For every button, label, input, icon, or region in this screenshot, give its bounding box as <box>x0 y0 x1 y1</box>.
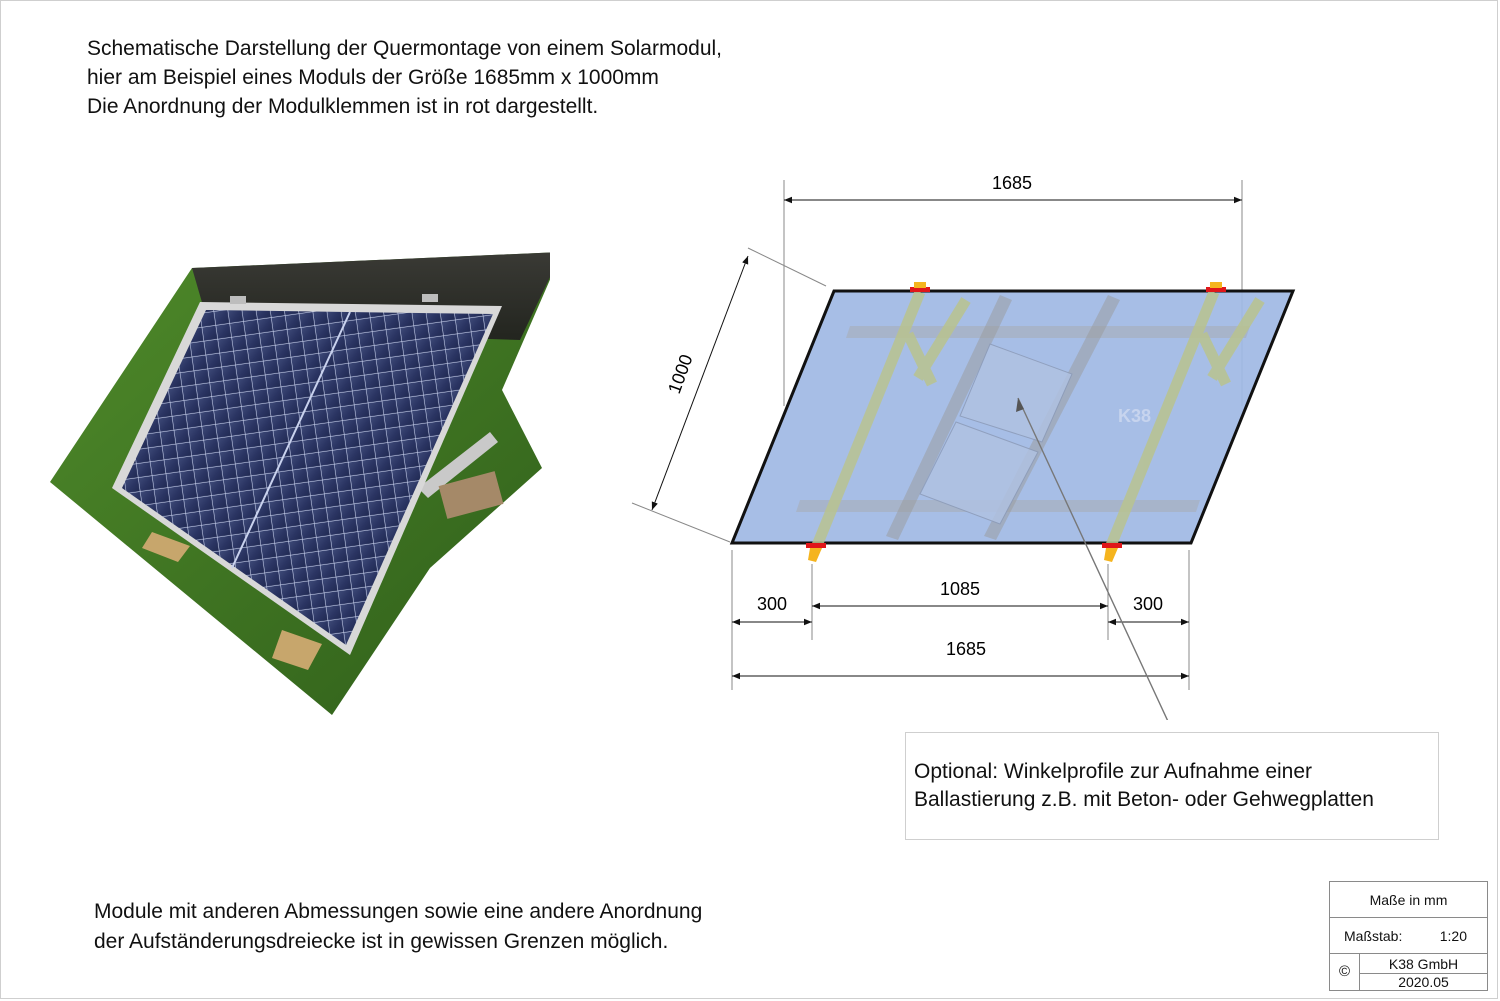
units-cell: Maße in mm <box>1330 882 1487 918</box>
scale-label: Maßstab: <box>1344 928 1403 944</box>
dim-label-top: 1685 <box>992 173 1032 193</box>
footer-line-2: der Aufständerungsdreiecke ist in gewiss… <box>94 930 669 953</box>
wooden-foot-left <box>142 532 190 562</box>
note-line-2: Ballastierung z.B. mit Beton- oder Gehwe… <box>914 788 1374 811</box>
solar-module-photo-graphic <box>50 252 562 715</box>
wooden-foot-right <box>272 630 322 670</box>
solar-module-photo <box>50 250 562 720</box>
header-line-1: Schematische Darstellung der Quermontage… <box>87 37 722 60</box>
module-clamp-top-left <box>910 282 930 292</box>
company-name: K38 GmbH <box>1388 956 1459 972</box>
mounting-diagram: 1685 1000 K38 <box>620 160 1380 731</box>
support-rail-diagonal-1 <box>886 295 1012 540</box>
footer-line-1: Module mit anderen Abmessungen sowie ein… <box>94 900 703 923</box>
header-description: Schematische Darstellung der Quermontage… <box>87 34 722 121</box>
scale-value: 1:20 <box>1439 928 1467 944</box>
copyright-icon: © <box>1330 954 1360 990</box>
photo-clamp-2 <box>422 294 438 302</box>
leader-arrowhead <box>1016 398 1024 412</box>
ext-line-side-top <box>747 247 827 287</box>
module-clamp-top-right <box>1206 282 1226 292</box>
dim-label-right: 300 <box>1133 594 1163 614</box>
module-clamp-bottom-left <box>806 543 826 562</box>
ballast-plate-upper <box>959 343 1073 443</box>
triangle-frame-right <box>1104 289 1265 551</box>
leader-line <box>1017 397 1173 731</box>
dim-label-side: 1000 <box>664 352 696 396</box>
ext-line-side-bottom <box>631 502 731 543</box>
drawing-date: 2020.05 <box>1360 973 1487 990</box>
company-cell: © K38 GmbH 2020.05 <box>1330 954 1487 990</box>
note-line-1: Optional: Winkelprofile zur Aufnahme ein… <box>914 760 1313 783</box>
header-line-2: hier am Beispiel eines Moduls der Größe … <box>87 66 659 89</box>
mounting-diagram-graphic: 1685 1000 K38 <box>631 173 1296 731</box>
module-clamp-bottom-right <box>1102 543 1122 562</box>
triangle-frame-left <box>810 289 971 551</box>
panel-cells <box>122 310 493 645</box>
ballast-note: Optional: Winkelprofile zur Aufnahme ein… <box>905 732 1439 840</box>
dim-line-side <box>651 255 749 511</box>
dim-label-bottom: 1685 <box>946 639 986 659</box>
watermark-logo: K38 <box>1118 406 1151 426</box>
photo-clamp-1 <box>230 296 246 304</box>
dim-label-left: 300 <box>757 594 787 614</box>
support-rail <box>418 432 498 498</box>
dim-label-middle: 1085 <box>940 579 980 599</box>
footer-note: Module mit anderen Abmessungen sowie ein… <box>94 897 702 957</box>
concrete-block <box>438 471 504 519</box>
scale-cell: Maßstab: 1:20 <box>1330 918 1487 954</box>
header-line-3: Die Anordnung der Modulklemmen ist in ro… <box>87 95 599 118</box>
title-block: Maße in mm Maßstab: 1:20 © K38 GmbH 2020… <box>1329 881 1488 991</box>
ballast-plate-lower <box>919 421 1039 525</box>
